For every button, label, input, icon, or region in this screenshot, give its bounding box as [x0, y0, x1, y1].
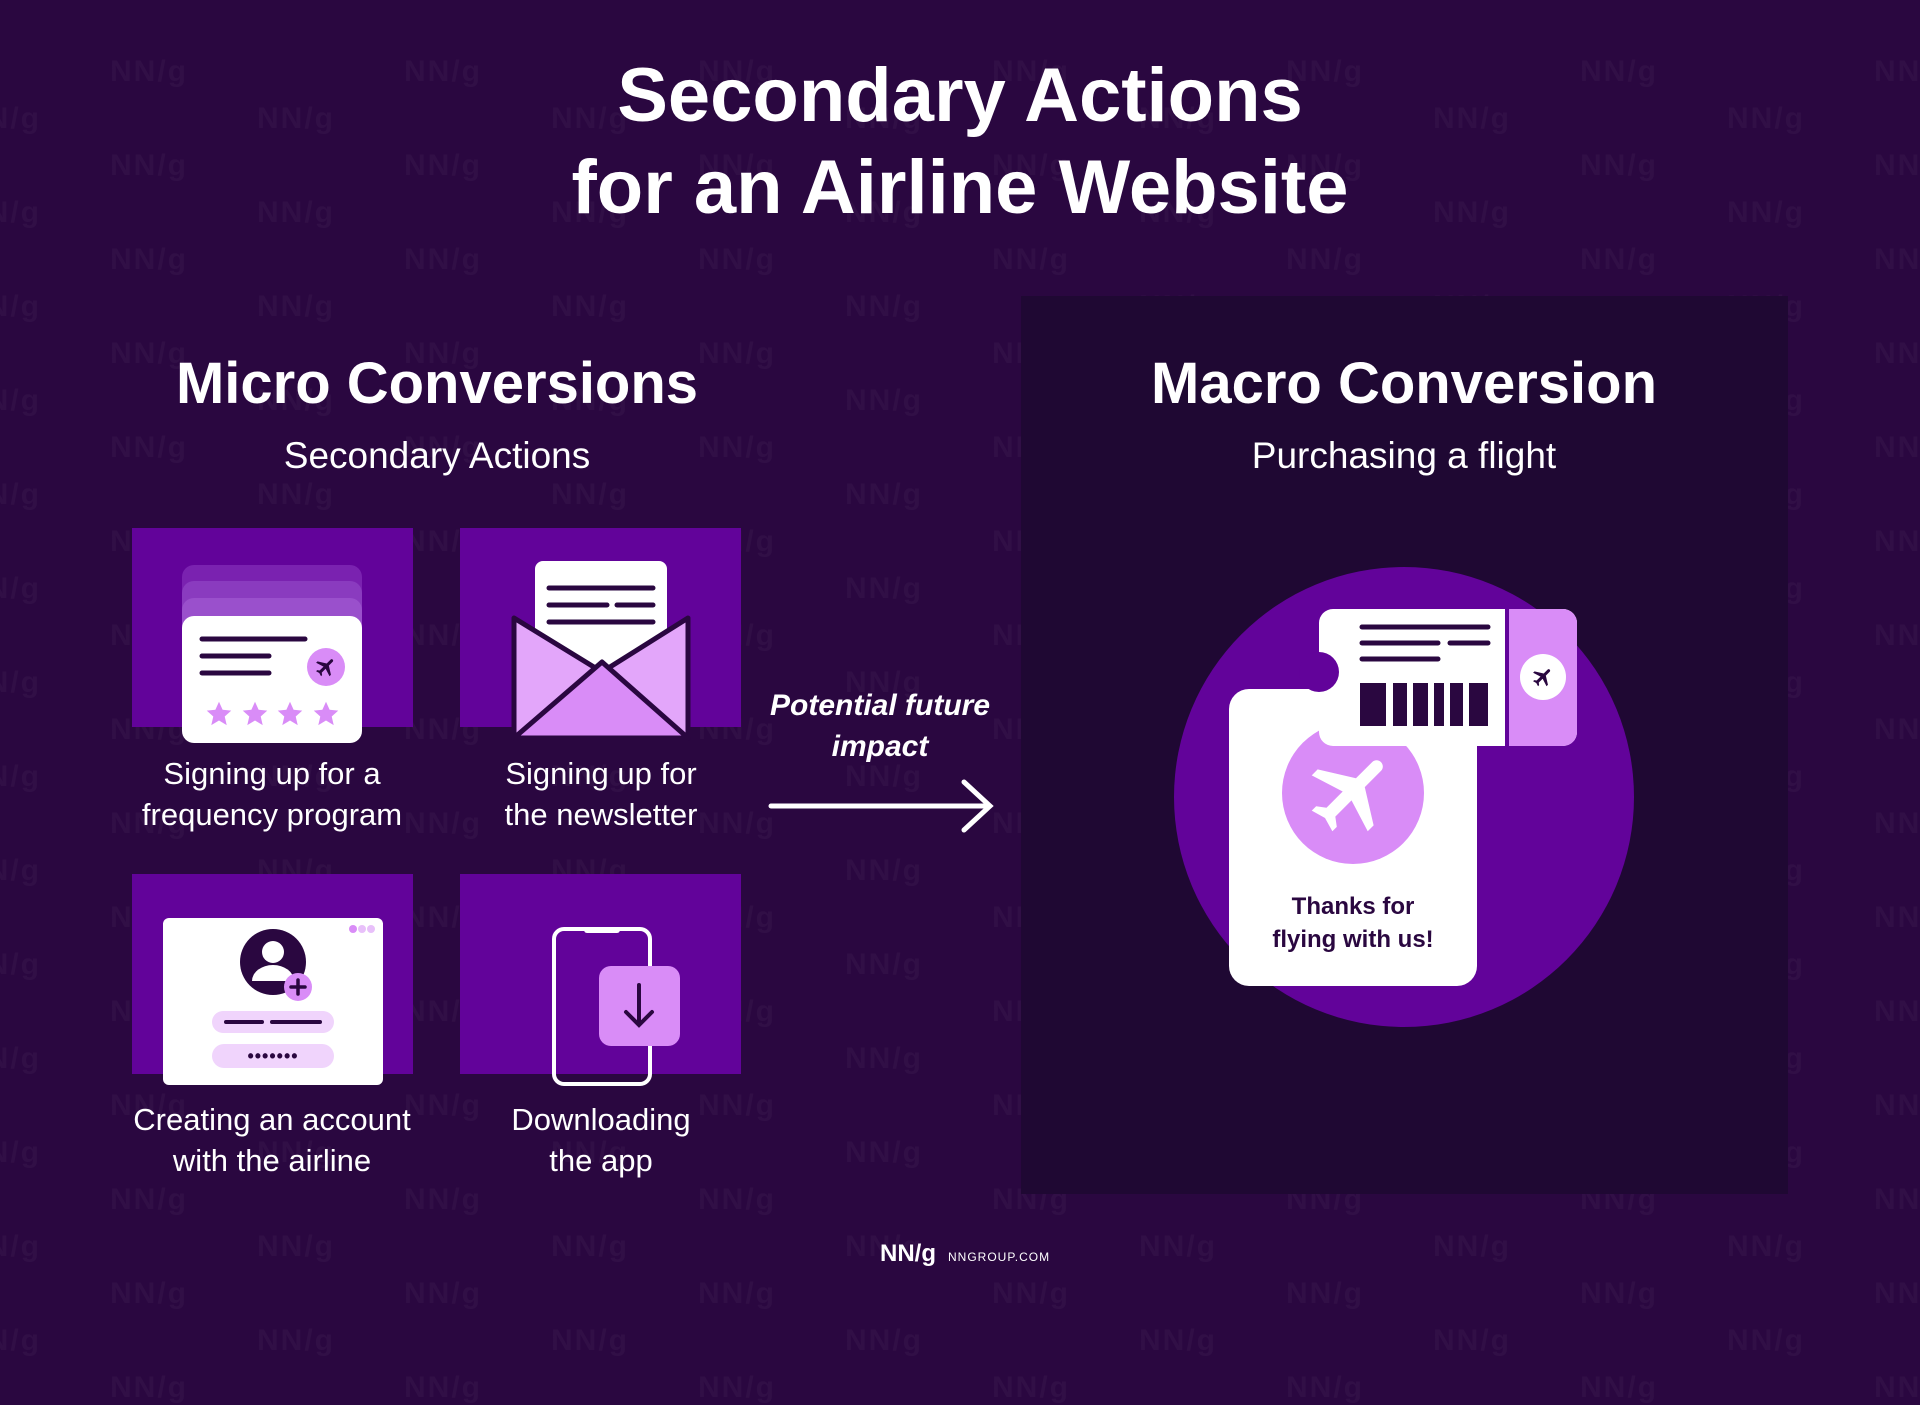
watermark-mark: NN/g	[1286, 1371, 1364, 1405]
watermark-mark: NN/g	[1874, 1371, 1920, 1405]
receipt-text-line1: Thanks for	[1291, 893, 1415, 920]
download-app-icon	[460, 874, 741, 1086]
impact-label-line1: Potential future	[769, 689, 991, 722]
nng-logo: NN/g	[880, 1240, 936, 1267]
item-label-newsletter-line2: the newsletter	[504, 797, 698, 832]
item-label-newsletter-line1: Signing up for	[505, 756, 697, 791]
loyalty-card-icon	[132, 528, 413, 743]
macro-heading: Macro Conversion	[1151, 351, 1657, 416]
ticket-icon	[1299, 609, 1577, 746]
password-mask: •••••••	[247, 1046, 298, 1066]
item-label-frequency-line1: Signing up for a	[163, 756, 381, 791]
arrow-right-icon	[768, 779, 994, 833]
watermark-mark: NN/g	[1580, 1371, 1658, 1405]
watermark-mark: NN/g	[992, 1371, 1070, 1405]
watermark-mark: NN/g	[404, 1371, 482, 1405]
footer: NN/g NNGROUP.COM	[880, 1240, 1050, 1268]
item-label-frequency-line2: frequency program	[141, 797, 403, 832]
watermark-mark: NN/g	[698, 1371, 776, 1405]
watermark-mark: NN/g	[110, 1371, 188, 1405]
micro-subheading: Secondary Actions	[283, 435, 591, 476]
receipt-text-line2: flying with us!	[1272, 926, 1434, 953]
impact-label-line2: impact	[831, 730, 929, 763]
footer-url[interactable]: NNGROUP.COM	[948, 1250, 1051, 1264]
title-line-1: Secondary Actions	[617, 53, 1303, 138]
item-label-app-line2: the app	[549, 1143, 653, 1178]
envelope-icon	[460, 528, 741, 741]
boarding-pass-illustration	[1174, 567, 1634, 1027]
title-line-2: for an Airline Website	[571, 145, 1349, 230]
illustrations: •••••••	[132, 528, 1634, 1086]
item-label-account-line2: with the airline	[172, 1143, 372, 1178]
item-label-app-line1: Downloading	[511, 1102, 691, 1137]
create-account-icon: •••••••	[132, 874, 413, 1085]
micro-heading: Micro Conversions	[175, 351, 699, 416]
item-label-account-line1: Creating an account	[133, 1102, 411, 1137]
macro-subheading: Purchasing a flight	[1251, 435, 1557, 476]
